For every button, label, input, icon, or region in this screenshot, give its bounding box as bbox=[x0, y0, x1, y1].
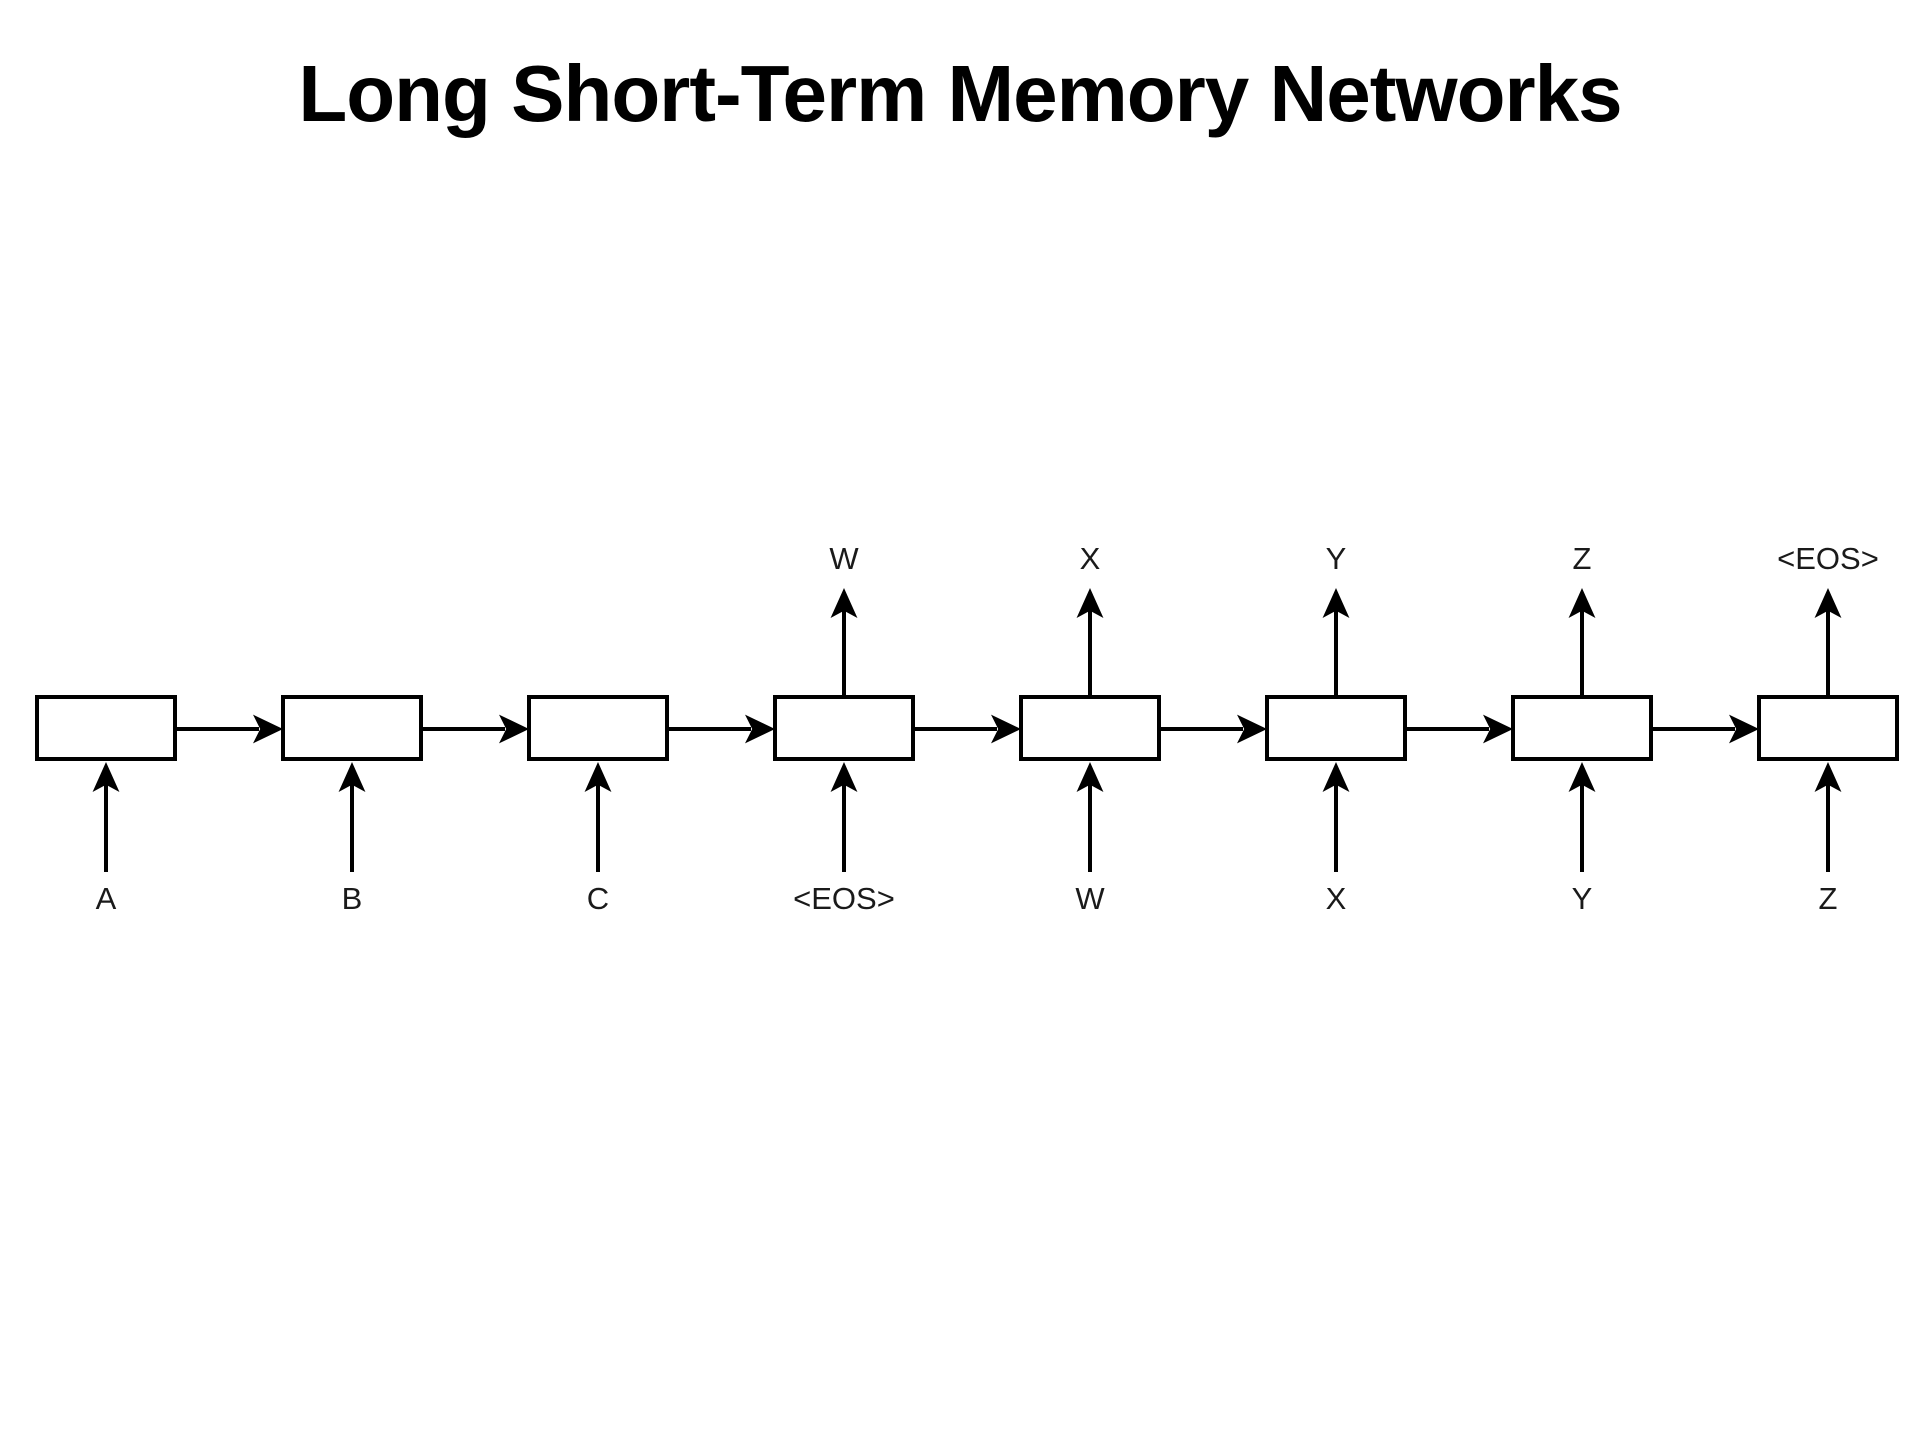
lstm-cell: <EOS> Z bbox=[1757, 540, 1920, 930]
output-label: X bbox=[1079, 541, 1101, 576]
output-label: Y bbox=[1325, 541, 1347, 576]
input-label: <EOS> bbox=[793, 881, 895, 916]
output-arrow-line bbox=[1580, 598, 1584, 695]
input-arrow-line bbox=[1334, 772, 1338, 872]
lstm-chain: A B C bbox=[0, 540, 1920, 940]
input-label: A bbox=[95, 881, 117, 916]
lstm-cell: W <EOS> bbox=[773, 540, 1021, 930]
input-arrow-line bbox=[350, 772, 354, 872]
lstm-cell-box bbox=[773, 695, 915, 761]
output-arrow-line bbox=[1334, 598, 1338, 695]
lstm-cell-box bbox=[1511, 695, 1653, 761]
lstm-cell: A bbox=[35, 540, 283, 930]
lstm-cell: B bbox=[281, 540, 529, 930]
input-label: W bbox=[1075, 881, 1105, 916]
slide-title: Long Short-Term Memory Networks bbox=[298, 49, 1622, 138]
lstm-cell: C bbox=[527, 540, 775, 930]
lstm-cell-box bbox=[281, 695, 423, 761]
connector-arrow-line bbox=[1653, 727, 1735, 731]
connector-arrow-line bbox=[669, 727, 751, 731]
input-arrow-line bbox=[842, 772, 846, 872]
input-label: X bbox=[1325, 881, 1347, 916]
input-label: B bbox=[341, 881, 363, 916]
lstm-cell: Y X bbox=[1265, 540, 1513, 930]
connector-arrow-line bbox=[423, 727, 505, 731]
lstm-cell: Z Y bbox=[1511, 540, 1759, 930]
output-arrow-line bbox=[1826, 598, 1830, 695]
output-arrow-line bbox=[1088, 598, 1092, 695]
input-arrow-line bbox=[1088, 772, 1092, 872]
input-arrow-line bbox=[104, 772, 108, 872]
input-arrow-line bbox=[1580, 772, 1584, 872]
connector-arrow-line bbox=[177, 727, 259, 731]
output-label: <EOS> bbox=[1777, 541, 1879, 576]
output-label: W bbox=[829, 541, 859, 576]
input-arrow-line bbox=[596, 772, 600, 872]
input-label: Y bbox=[1571, 881, 1593, 916]
input-label: C bbox=[586, 881, 610, 916]
output-label: Z bbox=[1572, 541, 1592, 576]
lstm-cell-box bbox=[1757, 695, 1899, 761]
lstm-cell-box bbox=[1265, 695, 1407, 761]
lstm-cell-box bbox=[527, 695, 669, 761]
connector-arrow-line bbox=[1407, 727, 1489, 731]
connector-arrow-line bbox=[915, 727, 997, 731]
output-arrow-line bbox=[842, 598, 846, 695]
lstm-cell-box bbox=[35, 695, 177, 761]
input-label: Z bbox=[1818, 881, 1838, 916]
connector-arrow-line bbox=[1161, 727, 1243, 731]
lstm-cell: X W bbox=[1019, 540, 1267, 930]
lstm-cell-box bbox=[1019, 695, 1161, 761]
input-arrow-line bbox=[1826, 772, 1830, 872]
